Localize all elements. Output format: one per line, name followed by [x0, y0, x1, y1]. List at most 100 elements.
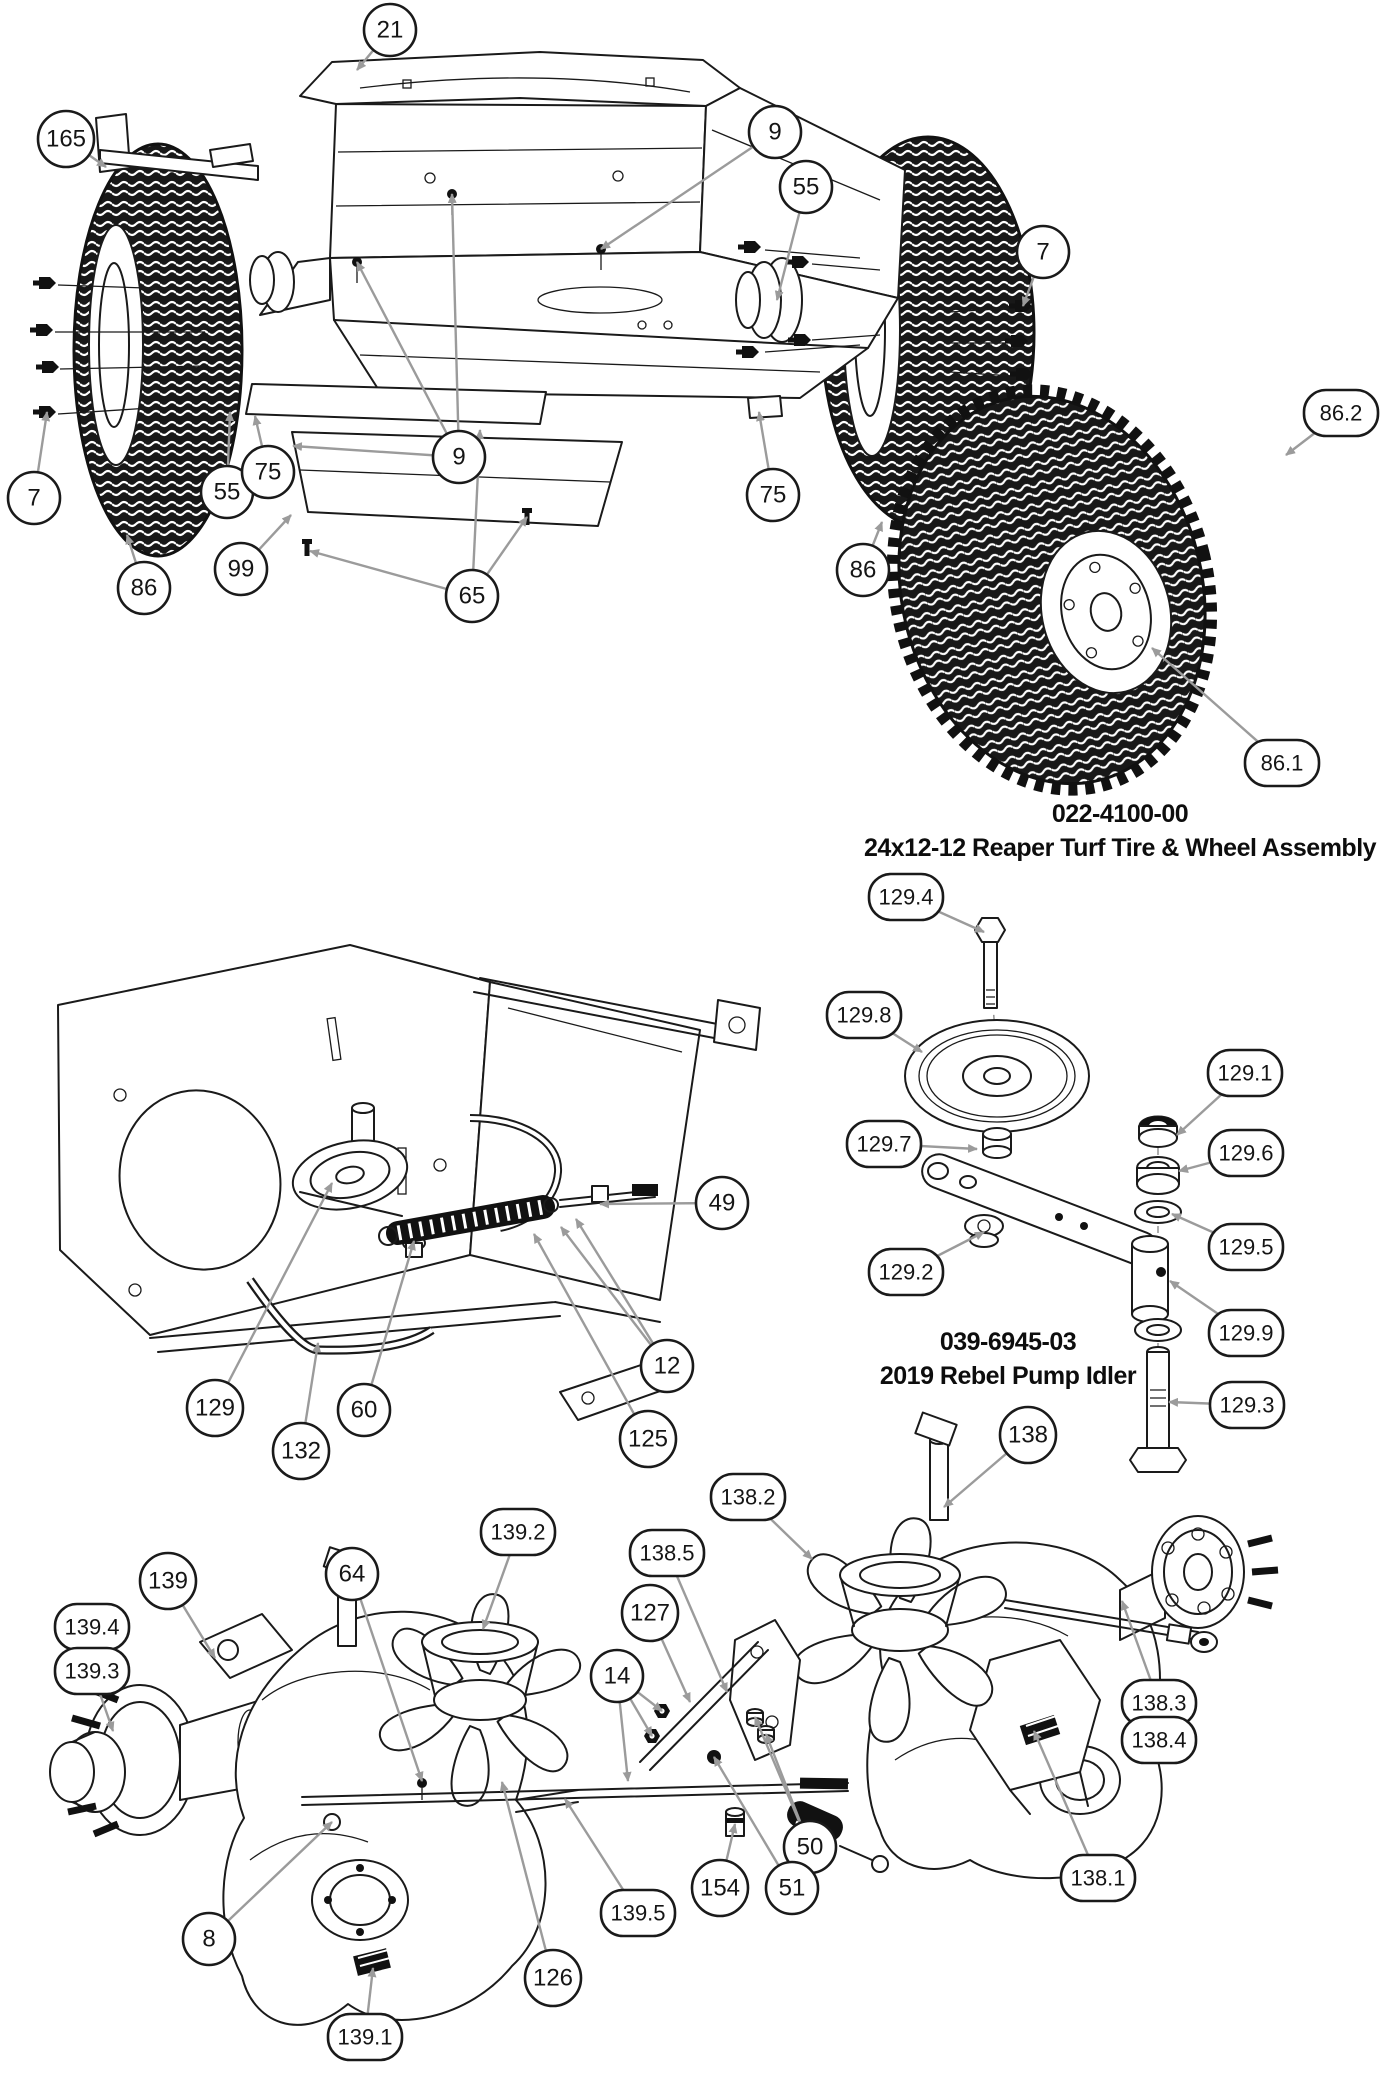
- callout-bubble: [694, 1175, 750, 1231]
- callout-bubble: [1208, 1380, 1286, 1430]
- callout-138.4-44: 138.4: [1120, 1715, 1198, 1765]
- callout-label: 9: [452, 444, 465, 471]
- callout-label: 129.6: [1218, 1141, 1273, 1166]
- callout-bubble: [778, 159, 834, 215]
- callout-bubble: [639, 1338, 695, 1394]
- callout-129.5-28: 129.5: [1207, 1222, 1285, 1272]
- callout-label: 86: [131, 575, 158, 602]
- callout-139.5-49: 139.5: [599, 1888, 677, 1938]
- turf-tire-assembly-drawing: [886, 384, 1218, 796]
- callout-12-17: 12: [639, 1338, 695, 1394]
- callout-51-47: 51: [764, 1860, 820, 1916]
- callout-bubble: [213, 541, 269, 597]
- callout-bubble: [745, 467, 801, 523]
- callout-bubble: [185, 1378, 245, 1438]
- callout-label: 65: [459, 583, 486, 610]
- callout-bubble: [1206, 1048, 1284, 1098]
- callout-label: 75: [255, 459, 282, 486]
- callout-bubble: [53, 1646, 131, 1696]
- callout-label: 129.3: [1219, 1393, 1274, 1418]
- callout-129.2-25: 129.2: [867, 1247, 945, 1297]
- callout-label: 75: [760, 482, 787, 509]
- leader-line-129: [213, 1182, 334, 1409]
- callout-label: 129.7: [856, 1132, 911, 1157]
- callout-label: 132: [281, 1438, 321, 1465]
- callout-154-48: 154: [690, 1858, 750, 1918]
- linkage-drawing: [301, 1619, 889, 1873]
- callout-9-2: 9: [747, 104, 803, 160]
- right-fan: [793, 1517, 1007, 1743]
- callout-bubble: [336, 1382, 392, 1438]
- callout-label: 64: [339, 1561, 366, 1588]
- wheel-rim: [1039, 529, 1173, 695]
- callout-125-18: 125: [618, 1409, 678, 1469]
- leader-line-8: [208, 1821, 333, 1940]
- callout-label: 129.5: [1218, 1235, 1273, 1260]
- callout-label: 138: [1008, 1422, 1048, 1449]
- callout-label: 14: [604, 1663, 631, 1690]
- callout-129.9-29: 129.9: [1207, 1308, 1285, 1358]
- leader-line-9: [447, 193, 461, 458]
- callout-129.6-27: 129.6: [1207, 1128, 1285, 1178]
- callout-label: 154: [700, 1875, 740, 1902]
- callout-label: 126: [533, 1965, 573, 1992]
- baffle-plates: [245, 383, 623, 556]
- callout-129.7-24: 129.7: [845, 1119, 923, 1169]
- callout-bubble: [764, 1860, 820, 1916]
- callout-label: 129.9: [1218, 1321, 1273, 1346]
- callout-86-14: 86: [835, 542, 891, 598]
- callout-139-31: 139: [138, 1551, 198, 1611]
- callout-bubble: [825, 990, 903, 1040]
- callout-bubble: [628, 1528, 706, 1578]
- callout-bubble: [181, 1911, 237, 1967]
- left-fan: [379, 1593, 581, 1807]
- axle-frame-assembly-drawing: [30, 51, 1036, 558]
- callout-bubble: [1015, 224, 1071, 280]
- leader-line-138.1: [1032, 1730, 1100, 1879]
- callout-14-40: 14: [589, 1648, 645, 1704]
- left-wheel: [72, 142, 244, 558]
- callout-129.1-26: 129.1: [1206, 1048, 1284, 1098]
- callout-label: 51: [779, 1875, 806, 1902]
- callout-21-0: 21: [362, 2, 418, 58]
- callout-label: 50: [797, 1834, 824, 1861]
- callout-bubble: [835, 542, 891, 598]
- callout-bubble: [240, 444, 296, 500]
- pump-idler-part-number: 039-6945-03: [940, 1328, 1076, 1356]
- callout-55-3: 55: [778, 159, 834, 215]
- callout-75-8: 75: [240, 444, 296, 500]
- callout-bubble: [709, 1472, 787, 1522]
- callout-86-10: 86: [116, 560, 172, 616]
- leader-line-64: [350, 1573, 424, 1782]
- callout-139.2-37: 139.2: [479, 1507, 557, 1557]
- callout-label: 129.8: [836, 1003, 891, 1028]
- callout-label: 139.3: [64, 1659, 119, 1684]
- callout-bubble: [324, 1546, 380, 1602]
- callout-7-6: 7: [6, 470, 62, 526]
- callout-label: 139.1: [337, 2025, 392, 2050]
- callout-label: 9: [768, 119, 781, 146]
- callout-label: 129: [195, 1395, 235, 1422]
- callout-label: 8: [202, 1926, 215, 1953]
- pump-idler-title: 2019 Rebel Pump Idler: [880, 1362, 1137, 1390]
- callout-bubble: [523, 1948, 583, 2008]
- callout-label: 138.1: [1070, 1866, 1125, 1891]
- callout-7-4: 7: [1015, 224, 1071, 280]
- front-weight-bar: [95, 113, 259, 181]
- callout-86.1-15: 86.1: [1243, 738, 1321, 788]
- callout-bubble: [1302, 388, 1380, 438]
- callout-bubble: [589, 1648, 645, 1704]
- callout-label: 55: [793, 174, 820, 201]
- callout-bubble: [747, 104, 803, 160]
- pump-idler-drawing: [904, 917, 1187, 1473]
- callout-label: 55: [214, 479, 241, 506]
- callout-127-39: 127: [620, 1583, 680, 1643]
- callout-label: 60: [351, 1397, 378, 1424]
- callout-label: 86.2: [1320, 401, 1363, 426]
- callout-129.4-22: 129.4: [867, 872, 945, 922]
- tire-assembly-title: 24x12-12 Reaper Turf Tire & Wheel Assemb…: [864, 834, 1377, 862]
- callout-126-50: 126: [523, 1948, 583, 2008]
- callout-label: 7: [1036, 239, 1049, 266]
- callout-86.2-5: 86.2: [1302, 388, 1380, 438]
